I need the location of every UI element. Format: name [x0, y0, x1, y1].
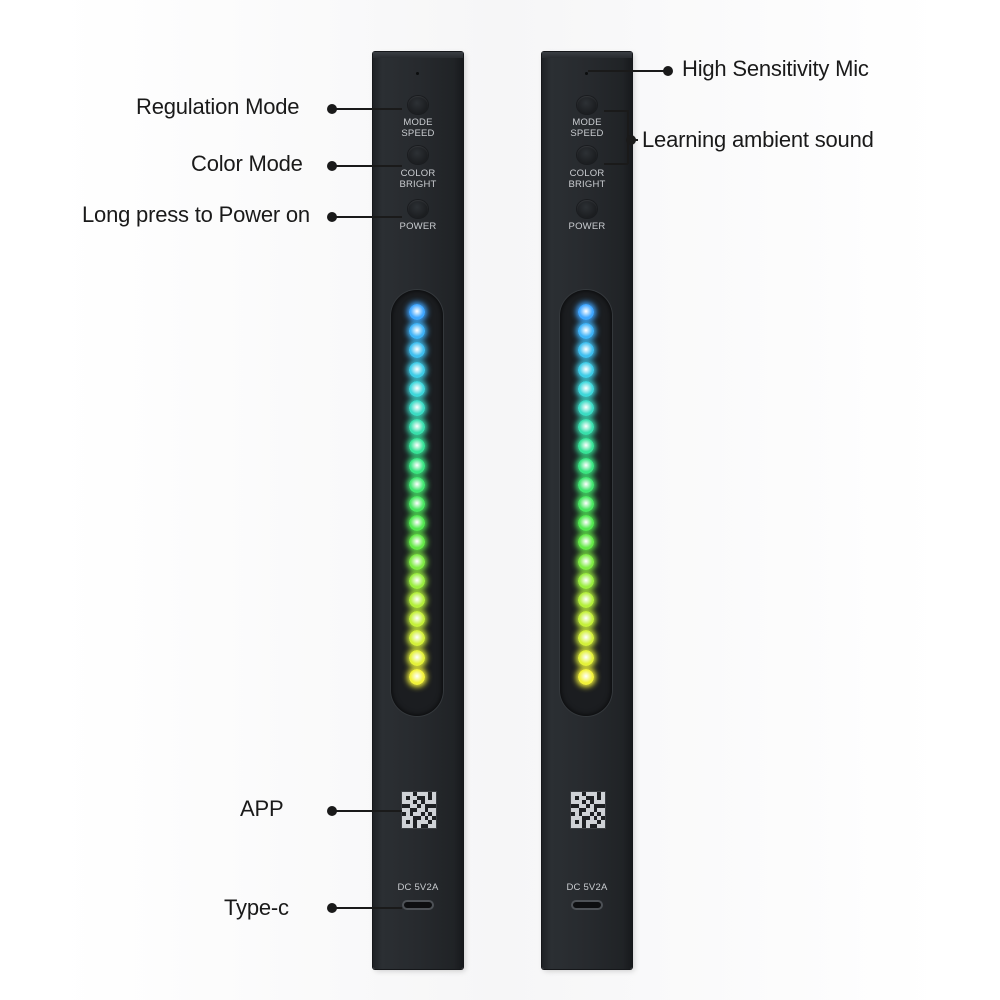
led-light	[409, 419, 425, 436]
led-light	[409, 361, 425, 378]
callout-dot	[626, 135, 636, 145]
mode-label: MODE	[572, 117, 602, 128]
led-light	[578, 304, 594, 320]
light-bar-right: MODE SPEED COLOR BRIGHT POWER DC 5V2A	[542, 52, 632, 969]
led-light	[409, 496, 425, 512]
led-light	[409, 400, 425, 416]
callout-color-mode: Color Mode	[191, 151, 303, 176]
led-light	[578, 611, 594, 628]
mode-label: MODE	[403, 117, 433, 128]
bright-label: BRIGHT	[399, 179, 437, 190]
led-light	[409, 342, 425, 359]
led-light	[409, 476, 425, 493]
power-label: POWER	[568, 221, 606, 232]
qr-code-icon[interactable]	[401, 791, 437, 829]
callout-app: APP	[240, 796, 284, 821]
led-light	[578, 553, 594, 570]
callout-line	[332, 165, 402, 167]
led-light	[409, 515, 425, 532]
led-light	[578, 630, 594, 647]
dc-rating-label: DC 5V2A	[566, 882, 608, 893]
led-strip	[391, 290, 443, 716]
callout-high-sensitivity-mic: High Sensitivity Mic	[682, 56, 869, 81]
speed-label: SPEED	[401, 128, 435, 139]
led-light	[409, 649, 425, 666]
led-light	[409, 592, 425, 608]
color-bright-button[interactable]	[408, 146, 428, 164]
led-light	[409, 534, 425, 551]
led-light	[578, 476, 594, 493]
led-light	[578, 649, 594, 666]
callout-line	[604, 110, 628, 112]
callout-learning-ambient-sound: Learning ambient sound	[642, 127, 874, 152]
led-light	[409, 630, 425, 647]
led-light	[578, 572, 594, 589]
led-light	[409, 457, 425, 474]
qr-code-icon[interactable]	[570, 791, 606, 829]
led-window	[560, 290, 612, 716]
mode-speed-button[interactable]	[408, 96, 428, 114]
led-light	[578, 438, 594, 455]
type-c-port[interactable]	[571, 900, 603, 910]
led-light	[409, 572, 425, 589]
led-light	[578, 323, 594, 340]
bright-label: BRIGHT	[568, 179, 606, 190]
led-light	[409, 438, 425, 455]
callout-line	[332, 216, 402, 218]
led-light	[409, 304, 425, 320]
callout-line	[332, 810, 402, 812]
callout-type-c: Type-c	[224, 895, 289, 920]
type-c-port[interactable]	[402, 900, 434, 910]
callout-long-press-power: Long press to Power on	[82, 202, 310, 227]
led-strip	[560, 290, 612, 716]
dc-rating-label: DC 5V2A	[397, 882, 439, 893]
led-light	[578, 400, 594, 416]
callout-dot	[663, 66, 673, 76]
light-bar-left: MODE SPEED COLOR BRIGHT POWER DC 5V2A	[373, 52, 463, 969]
callout-line	[588, 70, 668, 72]
led-light	[578, 457, 594, 474]
power-button[interactable]	[577, 200, 597, 218]
color-bright-button[interactable]	[577, 146, 597, 164]
callout-line	[332, 907, 402, 909]
callout-regulation-mode: Regulation Mode	[136, 94, 300, 119]
led-light	[578, 342, 594, 359]
led-light	[578, 496, 594, 512]
callout-line	[332, 108, 402, 110]
led-light	[578, 592, 594, 608]
mic-hole	[585, 72, 588, 75]
led-light	[578, 380, 594, 397]
led-light	[409, 553, 425, 570]
led-light	[409, 668, 425, 685]
color-label: COLOR	[569, 168, 605, 179]
mode-speed-button[interactable]	[577, 96, 597, 114]
led-light	[578, 534, 594, 551]
led-light	[578, 668, 594, 685]
led-light	[578, 419, 594, 436]
mic-hole	[416, 72, 419, 75]
speed-label: SPEED	[570, 128, 604, 139]
power-label: POWER	[399, 221, 437, 232]
callout-line	[604, 163, 628, 165]
led-light	[409, 380, 425, 397]
led-light	[578, 361, 594, 378]
power-button[interactable]	[408, 200, 428, 218]
color-label: COLOR	[400, 168, 436, 179]
led-light	[409, 611, 425, 628]
led-light	[409, 323, 425, 340]
led-window	[391, 290, 443, 716]
led-light	[578, 515, 594, 532]
